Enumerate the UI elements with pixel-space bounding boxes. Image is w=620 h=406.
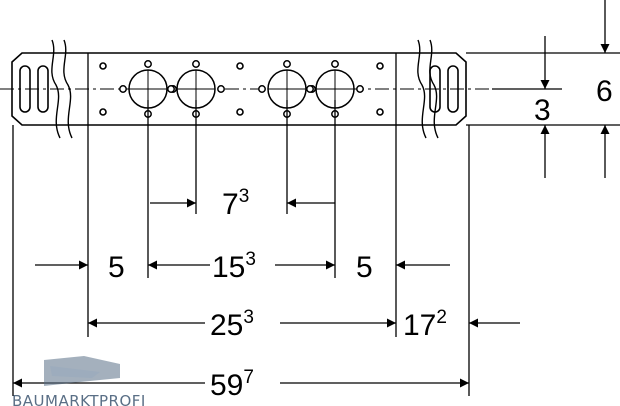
valve-body	[306, 60, 364, 118]
dim-7-3: 73	[222, 186, 249, 221]
dim-17-2: 172	[403, 307, 447, 342]
dim-3: 3	[534, 94, 551, 127]
mount-hole	[99, 108, 107, 116]
plate-outline	[11, 52, 467, 126]
valve-lug	[119, 85, 127, 93]
valve-lug	[331, 60, 339, 68]
break-lines	[51, 39, 439, 139]
dim-59-7: 597	[210, 367, 254, 402]
valve-lug	[283, 60, 291, 68]
watermark-text: BAUMARKTPROFI	[12, 392, 146, 406]
dim-5-right: 5	[356, 251, 373, 284]
valve-lug	[167, 85, 175, 93]
watermark-logo: BAUMARKTPROFI	[12, 356, 146, 406]
extension-lines	[12, 52, 620, 396]
valve-lug	[144, 60, 152, 68]
valve-lug	[192, 60, 200, 68]
valve-lug	[306, 85, 314, 93]
mount-hole	[236, 62, 244, 70]
mount-hole	[376, 108, 384, 116]
dim-15-3: 153	[212, 249, 256, 284]
dim-25-3: 253	[210, 307, 254, 342]
valve-lug	[258, 85, 266, 93]
dim-6: 6	[596, 75, 613, 108]
mount-hole	[99, 62, 107, 70]
dim-5-left: 5	[108, 251, 125, 284]
valve-lug	[356, 85, 364, 93]
valve-lug	[217, 85, 225, 93]
mount-hole	[376, 62, 384, 70]
mount-hole	[236, 108, 244, 116]
dimension-arrows	[13, 0, 610, 388]
